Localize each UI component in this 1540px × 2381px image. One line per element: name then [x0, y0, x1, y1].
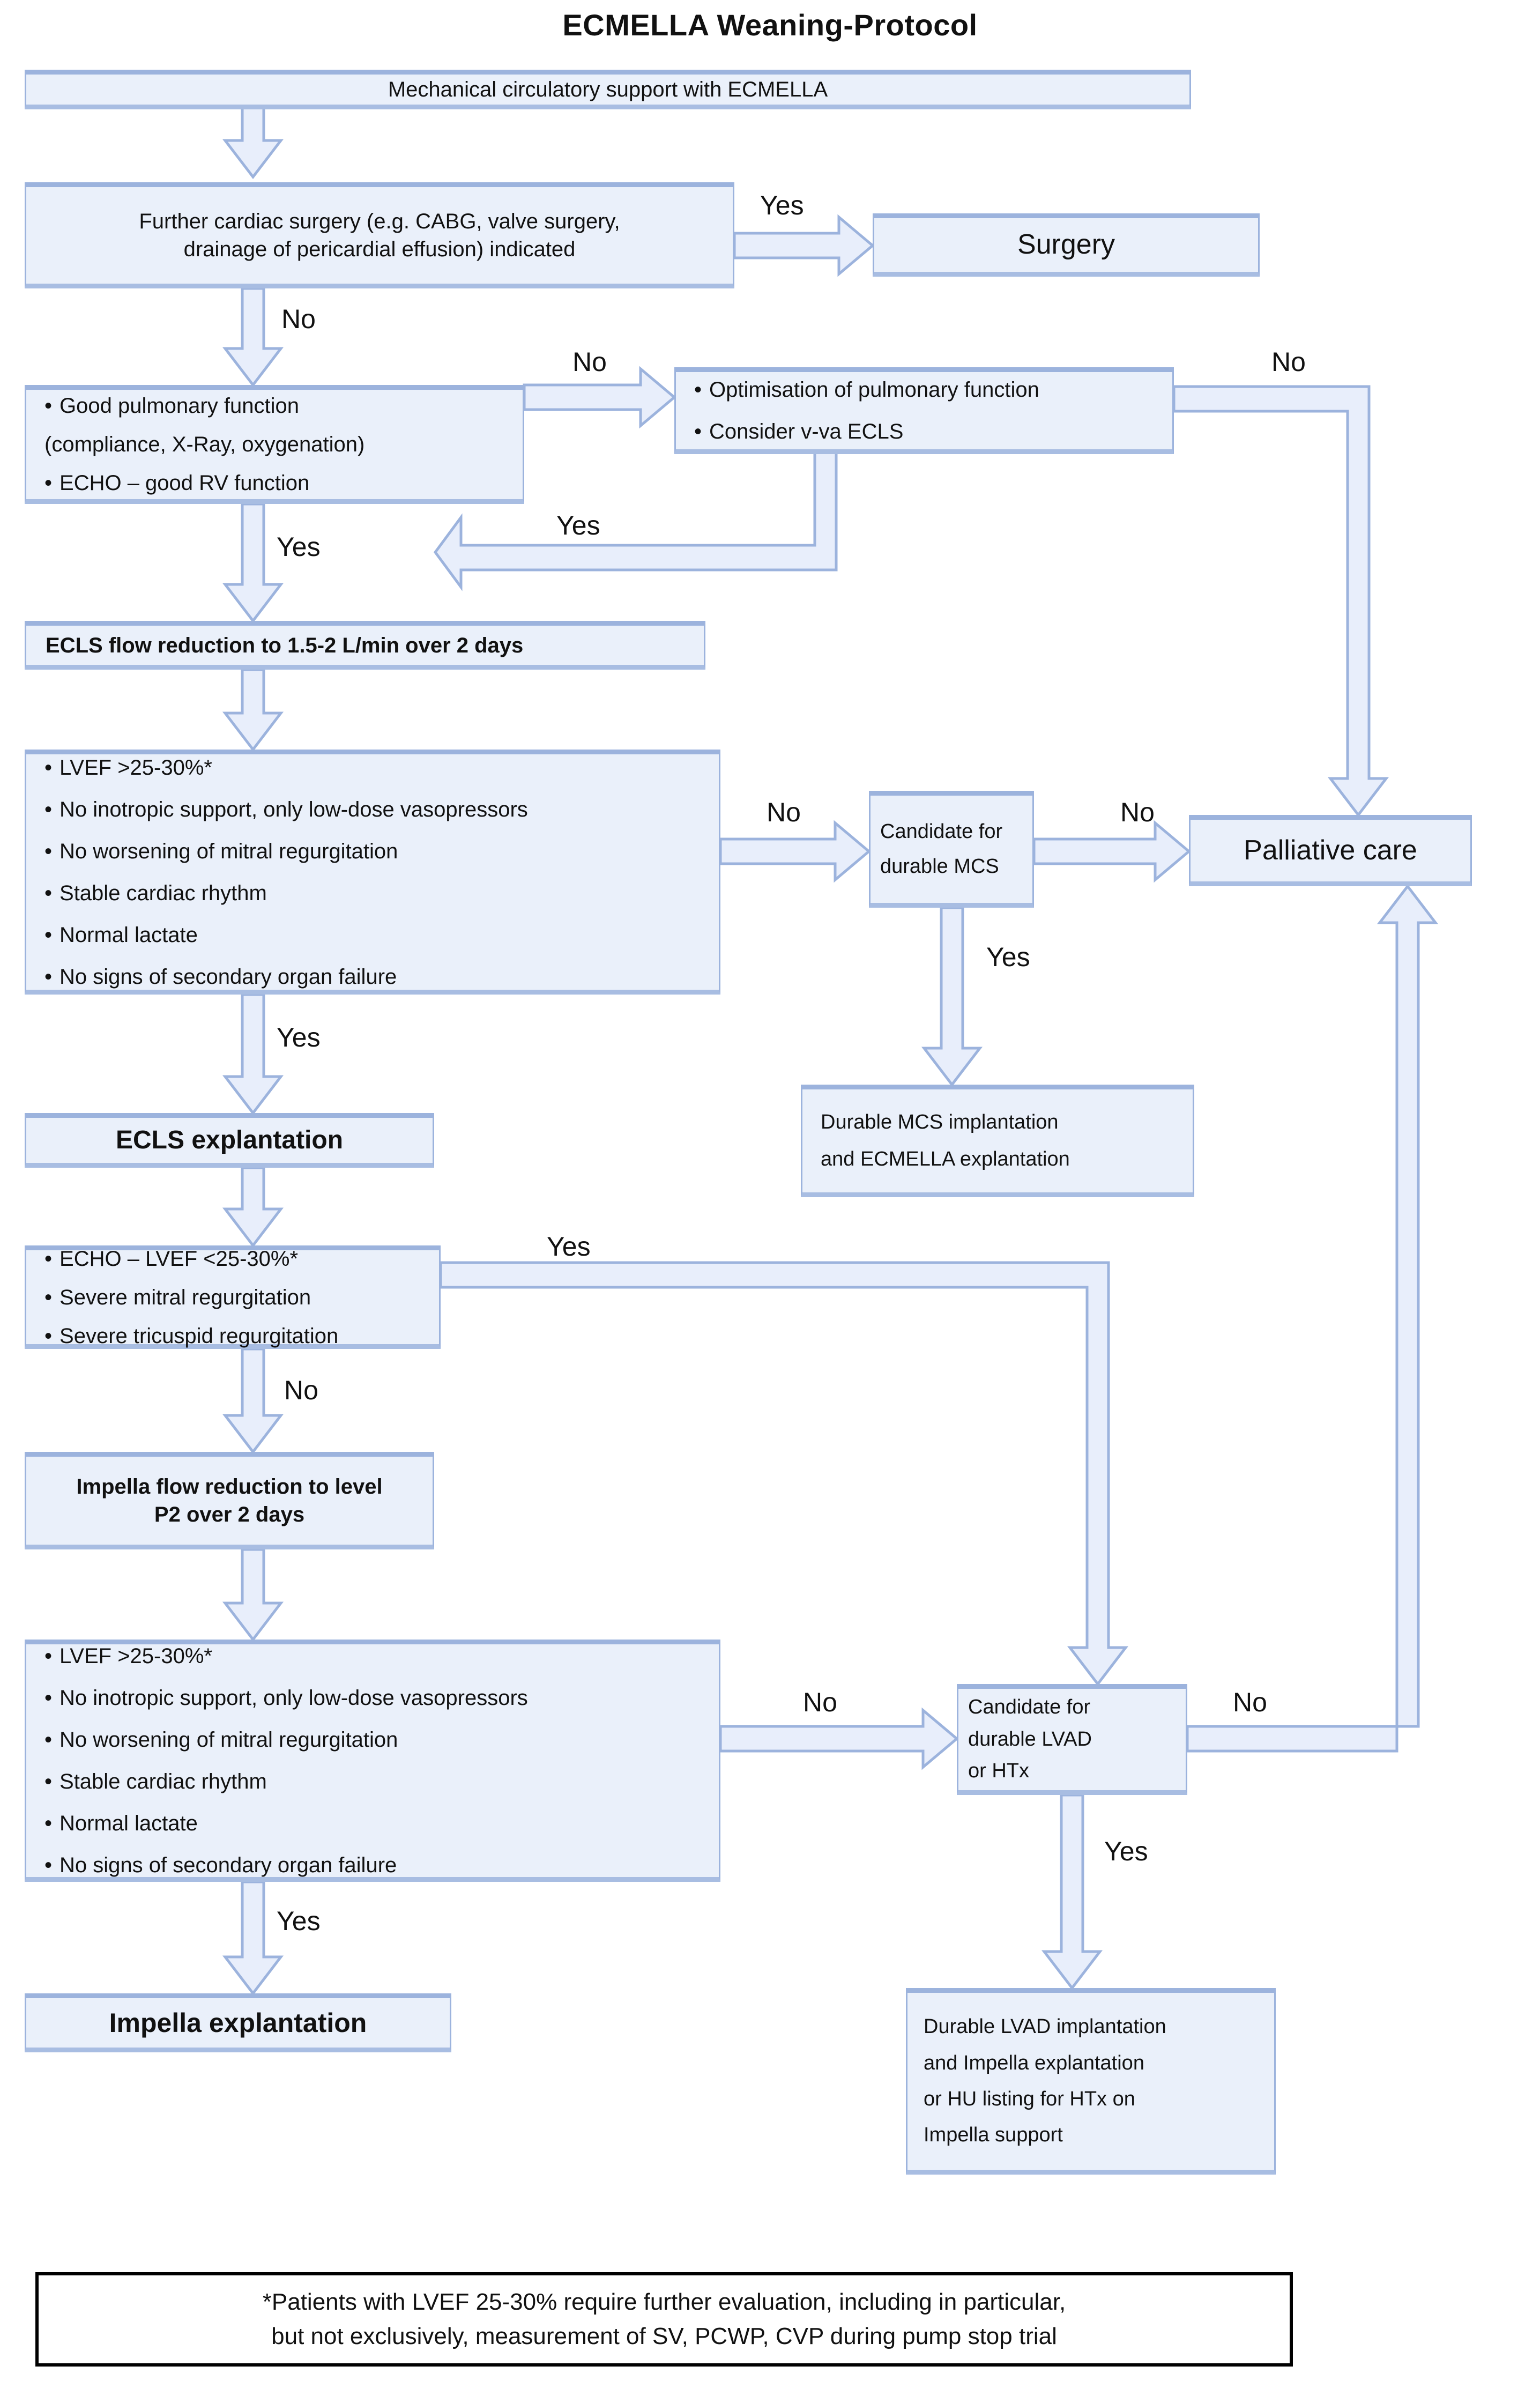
node-pulmonary-function-line-0: Good pulmonary function	[26, 392, 317, 420]
node-ecls-explantation-line-0: ECLS explantation	[115, 1125, 344, 1154]
node-ecls-criteria[interactable]: LVEF >25-30%* No inotropic support, only…	[25, 750, 720, 995]
connector-impella-criteria-no	[719, 1707, 959, 1770]
node-ecls-criteria-line-0: LVEF >25-30%*	[26, 754, 230, 782]
node-echo-lvef-line-2: Severe tricuspid regurgitation	[26, 1322, 356, 1350]
edge-label-optimisation-no: No	[1271, 347, 1306, 377]
connector-ecls-explantation-to-echo	[222, 1166, 284, 1248]
node-optimisation-line-0: Optimisation of pulmonary function	[676, 376, 1058, 404]
node-durable-lvad-implantation-line-3: Impella support	[924, 2124, 1063, 2147]
edge-label-impella-criteria-no: No	[803, 1687, 837, 1717]
connector-pulmonary-no	[523, 366, 676, 429]
edge-label-ecls-criteria-no: No	[767, 797, 801, 827]
node-ecls-criteria-line-1: No inotropic support, only low-dose vaso…	[26, 796, 546, 824]
node-durable-lvad-implantation-line-1: and Impella explantation	[924, 2051, 1144, 2074]
edge-label-surgery-yes: Yes	[760, 190, 804, 220]
node-further-surgery-line-0: Further cardiac surgery (e.g. CABG, valv…	[139, 210, 620, 233]
node-candidate-lvad-line-2: or HTx	[968, 1760, 1029, 1783]
page-title: ECMELLA Weaning-Protocol	[562, 8, 978, 42]
node-candidate-mcs-line-0: Candidate for	[880, 820, 1003, 843]
node-further-surgery[interactable]: Further cardiac surgery (e.g. CABG, valv…	[25, 182, 734, 288]
connector-impella-flow-to-criteria	[222, 1548, 284, 1642]
node-impella-criteria-line-2: No worsening of mitral regurgitation	[26, 1726, 416, 1754]
node-ecls-criteria-line-4: Normal lactate	[26, 921, 216, 949]
node-echo-lvef-line-0: ECHO – LVEF <25-30%*	[26, 1245, 316, 1273]
node-durable-lvad-implantation-line-0: Durable LVAD implantation	[924, 2015, 1166, 2038]
node-durable-lvad-implantation-line-2: or HU listing for HTx on	[924, 2088, 1135, 2110]
connector-surgery-yes	[733, 214, 875, 277]
edge-label-surgery-no: No	[281, 304, 316, 334]
connector-candidate-lvad-no	[1186, 884, 1439, 1753]
connector-echo-lvef-yes	[439, 1261, 1129, 1687]
connector-pulmonary-yes	[222, 502, 284, 624]
node-mcs-support-line-0: Mechanical circulatory support with ECME…	[388, 78, 828, 101]
connector-ecls-criteria-no	[719, 820, 871, 883]
node-ecls-flow-reduction-line-0: ECLS flow reduction to 1.5-2 L/min over …	[46, 633, 524, 657]
edge-label-candidate-mcs-no: No	[1120, 797, 1155, 827]
node-candidate-lvad[interactable]: Candidate for durable LVAD or HTx	[957, 1684, 1187, 1795]
node-impella-flow-reduction-line-1: P2 over 2 days	[154, 1503, 305, 1526]
node-candidate-mcs[interactable]: Candidate for durable MCS	[869, 791, 1034, 908]
edge-label-ecls-criteria-yes: Yes	[277, 1022, 321, 1052]
node-pulmonary-function-line-2: ECHO – good RV function	[26, 469, 328, 497]
connector-impella-criteria-yes	[222, 1880, 284, 1996]
footnote-line-0: *Patients with LVEF 25-30% require furth…	[262, 2289, 1066, 2316]
edge-label-echo-lvef-yes: Yes	[547, 1232, 591, 1262]
node-ecls-criteria-line-3: Stable cardiac rhythm	[26, 879, 285, 907]
node-durable-mcs-implantation-line-0: Durable MCS implantation	[821, 1110, 1059, 1133]
node-impella-criteria-line-4: Normal lactate	[26, 1809, 216, 1837]
node-impella-flow-reduction-line-0: Impella flow reduction to level	[76, 1475, 383, 1499]
connector-candidate-mcs-no	[1032, 820, 1191, 883]
connector-optimisation-yes-loopback	[433, 432, 838, 591]
node-pulmonary-function-line-1: (compliance, X-Ray, oxygenation)	[44, 433, 365, 456]
connector-surgery-no	[222, 287, 284, 388]
node-surgery[interactable]: Surgery	[873, 213, 1260, 277]
edge-label-echo-lvef-no: No	[284, 1375, 318, 1405]
node-impella-criteria-line-0: LVEF >25-30%*	[26, 1642, 230, 1670]
node-pulmonary-function[interactable]: Good pulmonary function (compliance, X-R…	[25, 385, 524, 504]
node-durable-mcs-implantation[interactable]: Durable MCS implantation and ECMELLA exp…	[801, 1085, 1194, 1197]
node-candidate-mcs-line-1: durable MCS	[880, 855, 999, 878]
node-impella-criteria[interactable]: LVEF >25-30%* No inotropic support, only…	[25, 1640, 720, 1882]
node-durable-lvad-implantation[interactable]: Durable LVAD implantation and Impella ex…	[906, 1988, 1276, 2175]
node-palliative-care-line-0: Palliative care	[1244, 834, 1417, 866]
node-candidate-lvad-line-0: Candidate for	[968, 1696, 1091, 1719]
edge-label-candidate-lvad-yes: Yes	[1104, 1836, 1148, 1866]
connector-candidate-mcs-yes	[921, 906, 983, 1087]
node-candidate-lvad-line-1: durable LVAD	[968, 1727, 1092, 1750]
node-ecls-explantation[interactable]: ECLS explantation	[25, 1113, 434, 1168]
node-ecls-criteria-line-2: No worsening of mitral regurgitation	[26, 837, 416, 865]
node-echo-lvef-line-1: Severe mitral regurgitation	[26, 1284, 329, 1311]
node-echo-lvef[interactable]: ECHO – LVEF <25-30%* Severe mitral regur…	[25, 1245, 441, 1349]
node-ecls-criteria-line-5: No signs of secondary organ failure	[26, 963, 415, 991]
node-optimisation[interactable]: Optimisation of pulmonary function Consi…	[674, 367, 1174, 454]
edge-label-candidate-mcs-yes: Yes	[986, 942, 1030, 972]
connector-candidate-lvad-yes	[1041, 1793, 1103, 1991]
node-ecls-flow-reduction[interactable]: ECLS flow reduction to 1.5-2 L/min over …	[25, 621, 705, 670]
connector-eclsflow-to-criteria	[222, 668, 284, 752]
connector-optimisation-no	[1172, 385, 1389, 818]
footnote-line-1: but not exclusively, measurement of SV, …	[271, 2323, 1057, 2349]
edge-label-pulmonary-yes: Yes	[277, 532, 321, 562]
node-further-surgery-line-1: drainage of pericardial effusion) indica…	[183, 238, 576, 261]
footnote-box: *Patients with LVEF 25-30% require furth…	[35, 2272, 1293, 2367]
node-impella-criteria-line-3: Stable cardiac rhythm	[26, 1768, 285, 1796]
node-impella-explantation[interactable]: Impella explantation	[25, 1993, 451, 2052]
node-mcs-support[interactable]: Mechanical circulatory support with ECME…	[25, 70, 1191, 109]
node-impella-flow-reduction[interactable]: Impella flow reduction to level P2 over …	[25, 1452, 434, 1549]
connector-echo-lvef-no	[222, 1347, 284, 1455]
edge-label-candidate-lvad-no: No	[1233, 1687, 1267, 1717]
connector-mcs-to-surgery-decision	[222, 101, 284, 180]
node-surgery-line-0: Surgery	[1017, 229, 1115, 261]
node-impella-explantation-line-0: Impella explantation	[109, 2007, 367, 2038]
connector-ecls-criteria-yes	[222, 993, 284, 1116]
node-impella-criteria-line-1: No inotropic support, only low-dose vaso…	[26, 1684, 546, 1712]
node-optimisation-line-1: Consider v-va ECLS	[676, 418, 921, 446]
node-impella-criteria-line-5: No signs of secondary organ failure	[26, 1851, 415, 1879]
node-durable-mcs-implantation-line-1: and ECMELLA explantation	[821, 1148, 1070, 1170]
node-palliative-care[interactable]: Palliative care	[1189, 815, 1472, 886]
edge-label-pulmonary-no: No	[572, 347, 607, 377]
edge-label-impella-criteria-yes: Yes	[277, 1906, 321, 1936]
edge-label-optimisation-yes: Yes	[556, 510, 600, 540]
